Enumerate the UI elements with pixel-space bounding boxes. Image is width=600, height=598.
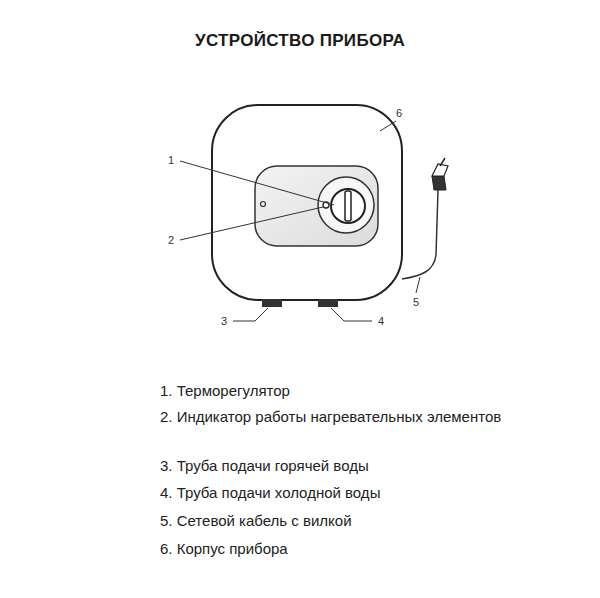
leader-line (380, 121, 396, 131)
panel-dot (261, 202, 266, 207)
legend-item: 3. Труба подачи горячей воды (160, 455, 547, 477)
thermostat-ring (318, 177, 374, 233)
leader-line (180, 207, 323, 240)
legend-item: 4. Труба подачи холодной воды (160, 482, 547, 504)
leader-line (180, 161, 334, 205)
leader-line (233, 308, 268, 321)
plug-pin (440, 158, 445, 166)
callout-number: 4 (378, 315, 384, 327)
leader-line (331, 308, 372, 321)
power-cable (402, 190, 438, 279)
front-panel (255, 166, 378, 246)
diagram-title: УСТРОЙСТВО ПРИБОРА (195, 31, 405, 51)
callout-number: 2 (168, 234, 174, 246)
callout-number: 5 (413, 296, 419, 308)
legend-item: 5. Сетевой кабель с вилкой (160, 510, 547, 532)
legend-item: 2. Индикатор работы нагревательных элеме… (160, 406, 547, 428)
cold-pipe (318, 299, 338, 307)
callout-number: 3 (221, 315, 227, 327)
legend-item: 1. Терморегулятор (160, 380, 547, 402)
plug-body (432, 176, 446, 190)
thermostat-knob (331, 189, 365, 223)
legend-item: 6. Корпус прибора (160, 538, 547, 560)
callout-number: 1 (168, 154, 174, 166)
knob-grip (345, 191, 351, 221)
hot-pipe (262, 299, 282, 307)
callout-number: 6 (396, 107, 402, 119)
heater-body (212, 105, 402, 300)
leader-line (416, 277, 420, 293)
